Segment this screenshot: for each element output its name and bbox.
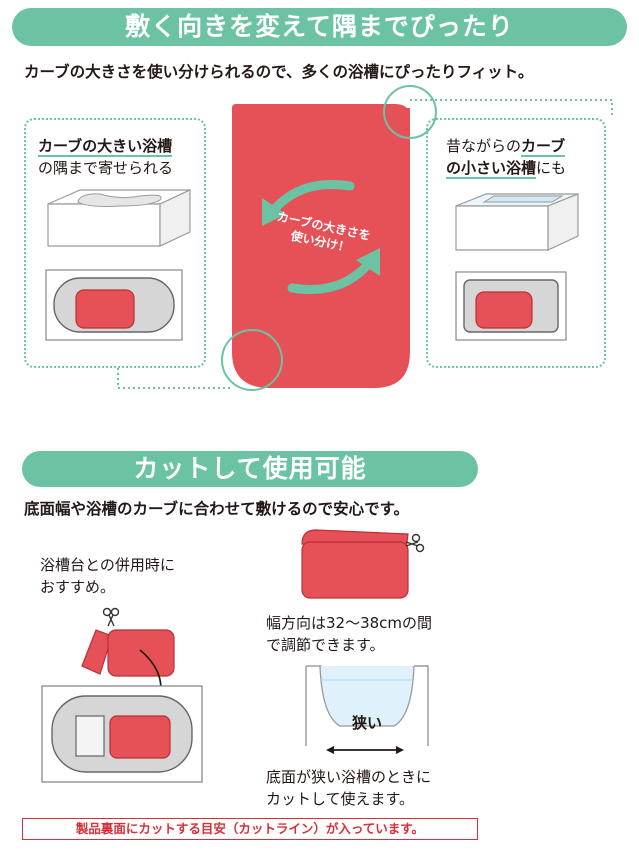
big-mat	[232, 108, 410, 388]
width-adjust-caption: 幅方向は32〜38cmの間 で調節できます。	[266, 612, 432, 656]
combo-use-caption: 浴槽台との併用時に おすすめ。	[40, 554, 175, 598]
section1-illustration	[45, 85, 613, 391]
bath-stool	[75, 715, 105, 757]
combo-caption-line1: 浴槽台との併用時に	[40, 556, 175, 574]
right-fit-panel	[426, 118, 606, 368]
right-caption-post: にも	[536, 159, 567, 177]
right-fit-caption: 昔ながらのカーブ の小さい浴槽にも	[446, 135, 566, 179]
corner-circle-bottom	[221, 329, 283, 391]
narrow-caption-line1: 底面が狭い浴槽のときに	[266, 768, 432, 786]
connector-line-right	[410, 99, 613, 118]
connector-line-left	[117, 368, 232, 389]
narrow-bottom-caption: 底面が狭い浴槽のときに カットして使えます。	[266, 766, 431, 810]
combo-caption-line2: おすすめ。	[40, 578, 116, 596]
large-curve-bathtub-icon	[47, 189, 191, 247]
width-caption-line1: 幅方向は32〜38cmの間	[266, 614, 433, 632]
section2-lead: 底面幅や浴槽のカーブに合わせて敷けるので安心です。	[24, 500, 410, 518]
narrow-tub-section	[305, 665, 429, 746]
section2-banner: カットして使用可能	[22, 451, 478, 487]
cutline-note: 製品裏面にカットする目安（カットライン）が入っています。	[22, 818, 478, 840]
right-caption-bold2: の小さい浴槽	[446, 159, 537, 179]
corner-circle-top	[383, 85, 437, 139]
right-caption-pre: 昔ながらの	[446, 137, 522, 155]
small-curve-bathtub-icon	[455, 193, 579, 251]
large-curve-tub-topview	[45, 269, 183, 341]
narrow-label: 狭い	[351, 714, 382, 732]
folded-mat	[301, 529, 409, 599]
cut-mat-pieces	[81, 629, 175, 677]
left-caption-line2: の隅まで寄せられる	[38, 159, 174, 177]
width-arrow-icon	[326, 746, 404, 754]
section1-banner: 敷く向きを変えて隅までぴったり	[12, 8, 627, 46]
left-fit-caption: カーブの大きい浴槽 の隅まで寄せられる	[38, 135, 173, 179]
width-caption-line2: で調節できます。	[266, 636, 385, 654]
tub-with-stool-topview	[41, 685, 203, 783]
scissors-icon	[102, 607, 120, 627]
small-curve-tub-topview	[455, 271, 567, 341]
section1-lead: カーブの大きさを使い分けられるので、多くの浴槽にぴったりフィット。	[24, 63, 534, 81]
rotate-arrow-bottom-icon	[287, 257, 375, 295]
scissors-icon-right	[405, 533, 425, 553]
narrow-caption-line2: カットして使えます。	[266, 790, 415, 808]
left-fit-panel	[24, 118, 206, 368]
left-caption-bold: カーブの大きい浴槽	[38, 137, 173, 157]
rotate-arrow-top-icon	[267, 179, 355, 217]
section2-illustration	[41, 529, 429, 783]
right-caption-bold1: カーブ	[521, 137, 566, 157]
